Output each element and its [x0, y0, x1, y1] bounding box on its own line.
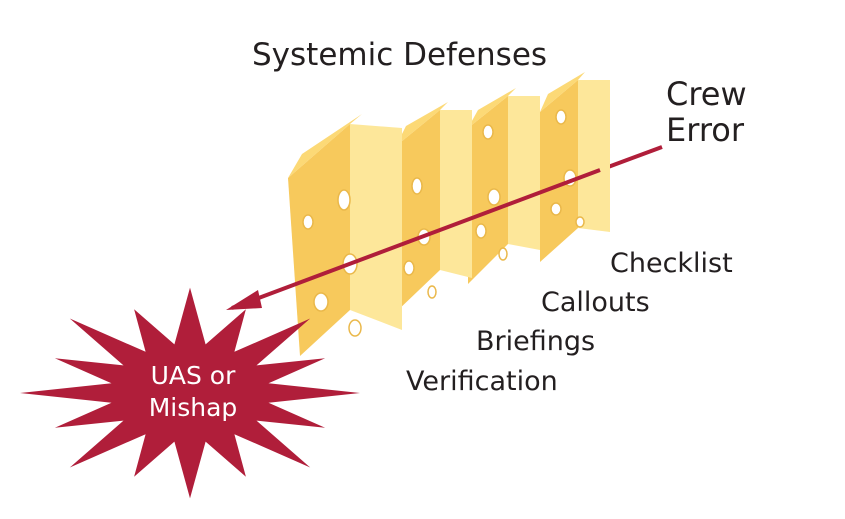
layer-label-checklist: Checklist — [610, 248, 733, 279]
diagram-title: Systemic Defenses — [252, 37, 548, 73]
cheese-hole — [313, 292, 329, 312]
mishap-label-line1: UAS or — [150, 361, 236, 390]
cheese-hole — [498, 247, 508, 261]
cheese-slice-verification-face — [350, 124, 402, 330]
cheese-hole — [482, 124, 494, 140]
cheese-hole — [302, 214, 314, 230]
cheese-hole — [555, 109, 567, 125]
cheese-hole — [550, 202, 562, 216]
cheese-slice-checklist — [540, 72, 610, 262]
cheese-slice-callouts — [468, 88, 540, 284]
cheese-hole — [411, 177, 423, 195]
error-path-segment-incoming — [599, 145, 663, 172]
cheese-slice-checklist-face — [578, 80, 610, 232]
cheese-slice-checklist-top — [540, 72, 585, 112]
cheese-hole — [487, 188, 501, 206]
layer-label-verification: Verification — [406, 366, 558, 397]
cheese-slice-callouts-face — [508, 96, 540, 250]
cheese-hole — [475, 223, 487, 239]
cheese-hole — [427, 285, 437, 299]
layer-label-callouts: Callouts — [541, 287, 650, 318]
crew-error-label-line1: Crew — [666, 75, 747, 113]
cheese-slice-briefings-face — [440, 110, 472, 278]
crew-error-label: Crew Error — [666, 76, 747, 148]
cheese-slice-verification — [288, 114, 402, 356]
cheese-slice-checklist-side — [540, 80, 578, 262]
cheese-hole — [337, 189, 351, 211]
cheese-slice-briefings-top — [396, 102, 448, 146]
cheese-hole — [403, 260, 415, 276]
mishap-starburst — [20, 287, 360, 499]
cheese-slice-verification-side — [288, 124, 350, 356]
error-arrow-head — [226, 290, 262, 310]
cheese-slice-callouts-top — [468, 88, 516, 128]
mishap-label-line2: Mishap — [148, 393, 238, 422]
cheese-hole — [348, 319, 362, 337]
cheese-slice-briefings — [396, 102, 472, 312]
cheese-hole — [575, 216, 585, 228]
error-path-segment — [231, 168, 601, 310]
layer-label-briefings: Briefings — [476, 326, 596, 357]
mishap-label: UAS or Mishap — [120, 360, 266, 424]
crew-error-label-line2: Error — [666, 111, 744, 149]
